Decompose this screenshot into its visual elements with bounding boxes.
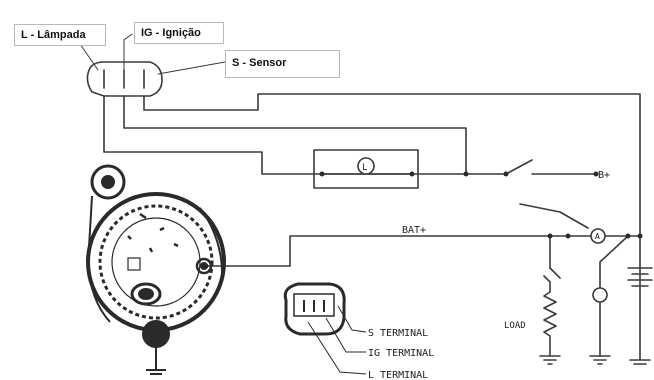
ignition-switch xyxy=(505,159,533,175)
callout-sensor: S - Sensor xyxy=(225,50,340,78)
wire-bat-plus xyxy=(205,235,641,267)
main-switch xyxy=(519,203,589,229)
wire-ignition xyxy=(123,95,467,175)
ground-battery xyxy=(629,359,651,365)
callout-leaders xyxy=(79,33,226,75)
wire-sensor xyxy=(143,93,641,361)
label-l-terminal: L TERMINAL xyxy=(368,370,428,380)
ammeter-symbol xyxy=(590,228,606,244)
lamp-letter: L xyxy=(362,163,367,173)
label-ig-terminal: IG TERMINAL xyxy=(368,348,434,359)
connector-plug xyxy=(86,61,163,97)
ground-indicator xyxy=(589,355,611,365)
label-s-terminal: S TERMINAL xyxy=(368,328,428,339)
callout-lamp: L - Lâmpada xyxy=(14,24,106,46)
callout-ignition: IG - Ignição xyxy=(134,22,224,44)
ammeter-letter: A xyxy=(595,232,600,241)
indicator-branch xyxy=(599,235,629,357)
label-b-plus: B+ xyxy=(598,170,610,181)
load-branch xyxy=(543,235,557,357)
alternator-body xyxy=(86,164,226,375)
label-load: LOAD xyxy=(504,321,526,331)
wire-lamp xyxy=(103,95,507,175)
battery-symbol xyxy=(627,267,653,287)
lamp-box xyxy=(313,149,419,189)
connector-detail xyxy=(283,282,367,375)
ground-load xyxy=(539,355,561,365)
junction-dots xyxy=(203,171,643,269)
label-bat-plus: BAT+ xyxy=(402,225,426,236)
